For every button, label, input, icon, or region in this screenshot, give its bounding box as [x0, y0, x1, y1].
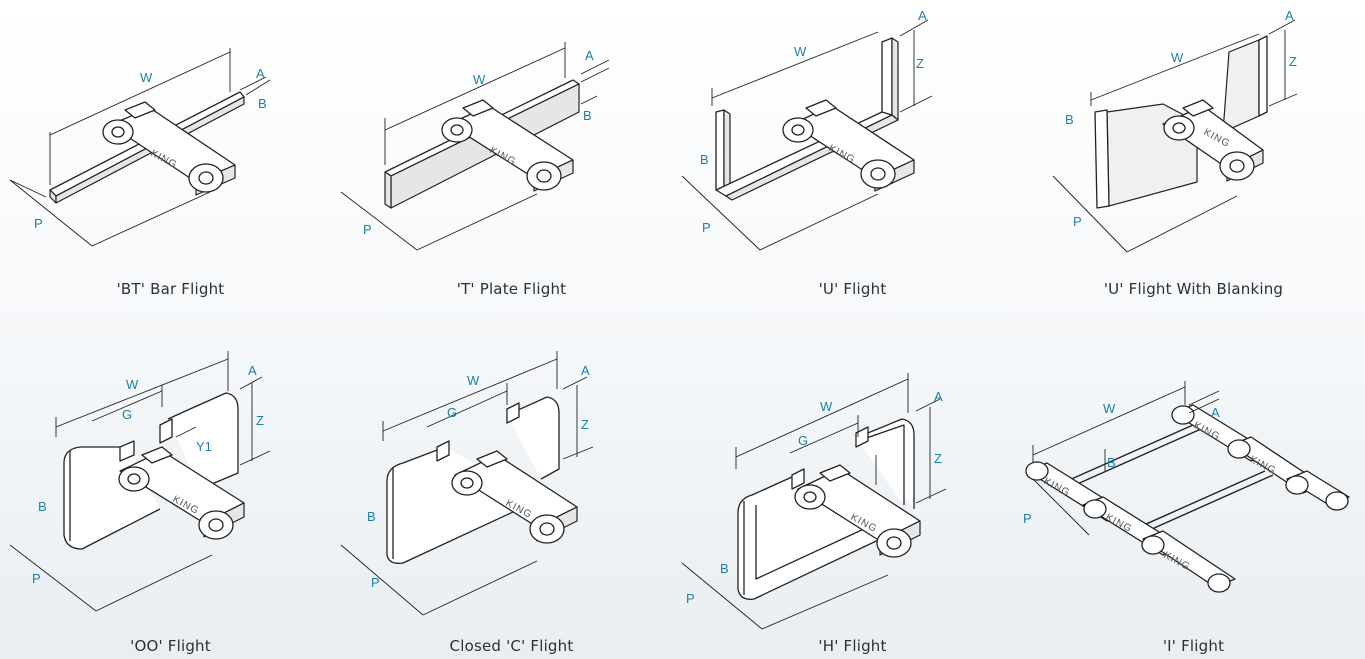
caption-t-plate-flight: 'T' Plate Flight — [456, 280, 567, 298]
i-flight-drawing: KING KING KING KING KING W A B P — [1023, 381, 1350, 593]
label-g: G — [447, 405, 457, 420]
h-flight-drawing: KING W G A Z B P — [681, 373, 947, 630]
caption-u-flight: 'U' Flight — [818, 280, 887, 298]
label-a: A — [918, 8, 927, 23]
label-w: W — [140, 70, 153, 85]
label-a: A — [248, 363, 257, 378]
label-g: G — [798, 433, 808, 448]
label-b: B — [720, 561, 729, 576]
caption-u-flight-blanking: 'U' Flight With Blanking — [1103, 280, 1284, 298]
label-w: W — [126, 377, 139, 392]
caption-i-flight: 'I' Flight — [1162, 637, 1225, 655]
label-y1: Y1 — [196, 439, 212, 454]
label-a: A — [256, 66, 265, 81]
panel-h-flight: KING W G A Z B P 'H' Flight — [681, 329, 1023, 658]
panel-t-plate-flight: KING W A B P 'T' Plate Flight — [340, 0, 682, 329]
caption-closed-c-flight: Closed 'C' Flight — [449, 637, 574, 655]
label-a: A — [1211, 405, 1220, 420]
caption-h-flight: 'H' Flight — [818, 637, 887, 655]
label-w: W — [473, 72, 486, 87]
label-p: P — [371, 575, 380, 590]
label-b: B — [258, 96, 267, 111]
caption-oo-flight: 'OO' Flight — [130, 637, 211, 655]
label-z: Z — [256, 413, 264, 428]
label-a: A — [1285, 8, 1294, 23]
label-a: A — [934, 389, 943, 404]
panel-u-flight: KING W A Z B P 'U' Flight — [681, 0, 1023, 329]
panel-u-flight-blanking: KING W A Z B P 'U' Flight With Blanking — [1023, 0, 1364, 329]
label-w: W — [820, 399, 833, 414]
bt-bar-flight-drawing: KING W A B P — [9, 48, 271, 247]
label-p: P — [363, 222, 372, 237]
label-a: A — [585, 48, 594, 63]
t-plate-flight-drawing: KING W A B P — [340, 42, 610, 251]
closed-c-flight-drawing: KING W G A Z B P — [340, 351, 594, 616]
label-g: G — [122, 407, 132, 422]
label-b: B — [583, 108, 592, 123]
oo-flight-drawing: KING W G A Z Y1 B P — [9, 351, 271, 612]
panel-closed-c-flight: KING W G A Z B P Closed 'C' Flight — [340, 329, 682, 658]
panel-bt-bar-flight: KING W A B P 'BT' Bar Flight — [0, 0, 341, 329]
label-b: B — [700, 152, 709, 167]
label-b: B — [1065, 112, 1074, 127]
label-b: B — [1107, 455, 1116, 470]
u-flight-blanking-drawing: KING W A Z B P — [1052, 8, 1298, 253]
label-z: Z — [934, 451, 942, 466]
label-z: Z — [916, 56, 924, 71]
u-flight-drawing: KING W A Z B P — [681, 8, 933, 251]
label-w: W — [1103, 401, 1116, 416]
label-b: B — [38, 499, 47, 514]
label-z: Z — [1289, 54, 1297, 69]
label-p: P — [32, 571, 41, 586]
label-w: W — [794, 44, 807, 59]
label-p: P — [34, 216, 43, 231]
label-b: B — [367, 509, 376, 524]
caption-bt-bar-flight: 'BT' Bar Flight — [116, 280, 225, 298]
panel-i-flight: KING KING KING KING KING W A B P 'I' Fli… — [1023, 329, 1364, 658]
label-a: A — [581, 363, 590, 378]
panel-oo-flight: KING W G A Z Y1 B P 'OO' Flight — [0, 329, 341, 658]
label-w: W — [1171, 50, 1184, 65]
label-p: P — [1023, 511, 1032, 526]
label-p: P — [702, 220, 711, 235]
label-z: Z — [581, 417, 589, 432]
label-p: P — [686, 591, 695, 606]
label-p: P — [1073, 214, 1082, 229]
label-w: W — [467, 373, 480, 388]
